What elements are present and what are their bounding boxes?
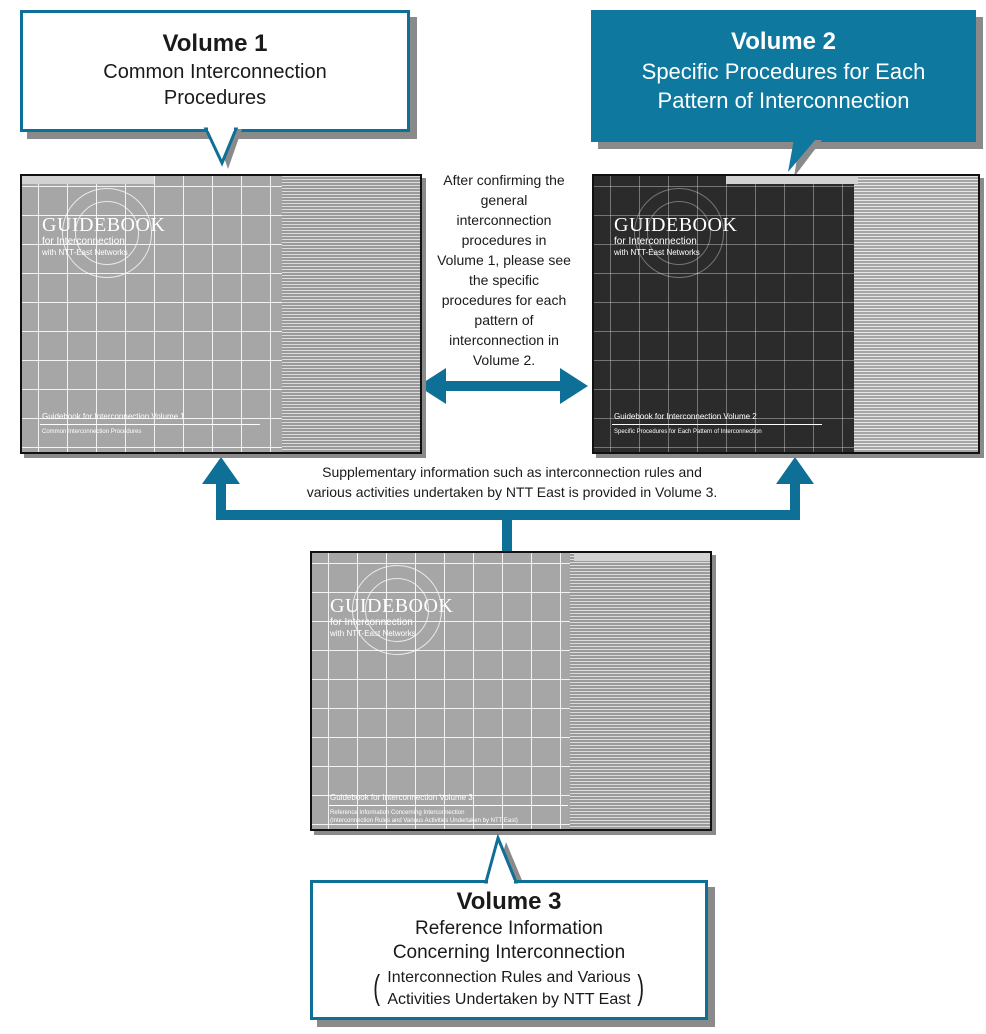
note-line: the specific bbox=[468, 272, 540, 288]
cover-tab bbox=[22, 176, 154, 184]
procedure-note: After confirming the general interconnec… bbox=[416, 170, 592, 370]
arrow-up-volume1 bbox=[202, 457, 240, 484]
note-line: procedures for each bbox=[441, 292, 567, 308]
book1-title: Guidebook for Interconnection Volume 1 bbox=[42, 412, 185, 421]
note-line: interconnection in bbox=[449, 332, 559, 348]
note-line: general bbox=[480, 192, 528, 208]
cover-rule bbox=[40, 424, 260, 425]
arrow-up-volume2 bbox=[776, 457, 814, 484]
cover-tab bbox=[574, 553, 710, 561]
book2-title: Guidebook for Interconnection Volume 2 bbox=[614, 412, 757, 421]
book3-title: Guidebook for Interconnection Volume 3 bbox=[330, 793, 473, 802]
logo-for: for Interconnection bbox=[330, 617, 413, 628]
volume3-callout: Volume 3 Reference Information Concernin… bbox=[310, 880, 708, 1020]
compass-inner-ring bbox=[647, 201, 711, 265]
volume1-book-cover: GUIDEBOOK for Interconnection with NTT-E… bbox=[20, 174, 422, 454]
guidebook-logo: GUIDEBOOK for Interconnection with NTT-E… bbox=[330, 595, 453, 638]
volume2-callout: Volume 2 Specific Procedures for Each Pa… bbox=[591, 10, 976, 142]
double-arrow-right-head bbox=[560, 368, 588, 404]
logo-word: GUIDEBOOK bbox=[42, 214, 166, 236]
note-line: Volume 2. bbox=[472, 352, 536, 368]
volume2-subtitle-line2: Pattern of Interconnection bbox=[657, 88, 910, 113]
book1-subtitle: Common Interconnection Procedures bbox=[42, 429, 142, 435]
volume3-paren-line2: Activities Undertaken by NTT East bbox=[387, 991, 631, 1008]
logo-for: for Interconnection bbox=[42, 236, 125, 247]
volume2-book-cover: GUIDEBOOK for Interconnection with NTT-E… bbox=[592, 174, 980, 454]
cover-stripes bbox=[282, 176, 420, 452]
note-line: procedures in bbox=[461, 232, 547, 248]
guidebook-logo: GUIDEBOOK for Interconnection with NTT-E… bbox=[42, 214, 165, 257]
volume3-parenthetical: ( Interconnection Rules and Various Acti… bbox=[373, 967, 645, 1011]
volume1-subtitle-line1: Common Interconnection bbox=[103, 61, 327, 83]
volume1-subtitle-line2: Procedures bbox=[163, 87, 267, 109]
volume3-subtitle-line1: Reference Information bbox=[415, 918, 603, 939]
book3-subtitle-line1: Reference Information Concerning Interco… bbox=[330, 810, 465, 816]
guidebook-logo: GUIDEBOOK for Interconnection with NTT-E… bbox=[614, 214, 737, 257]
supplementary-note: Supplementary information such as interc… bbox=[232, 462, 792, 502]
logo-word: GUIDEBOOK bbox=[330, 595, 454, 617]
connector-stem bbox=[502, 510, 512, 552]
logo-with: with NTT-East Networks bbox=[614, 248, 700, 257]
cover-rule bbox=[612, 424, 822, 425]
double-arrow-shaft bbox=[440, 381, 564, 391]
close-paren-glyph: ) bbox=[637, 969, 645, 1007]
volume3-paren-line1: Interconnection Rules and Various bbox=[387, 969, 631, 986]
cover-stripes bbox=[854, 176, 978, 452]
supplementary-line2: various activities undertaken by NTT Eas… bbox=[306, 484, 718, 500]
book3-subtitle-line2: (Interconnection Rules and Various Activ… bbox=[330, 818, 518, 824]
book2-subtitle: Specific Procedures for Each Pattern of … bbox=[614, 429, 762, 435]
volume2-title: Volume 2 bbox=[731, 28, 836, 55]
note-line: interconnection bbox=[456, 212, 552, 228]
connector-left-riser bbox=[216, 478, 226, 520]
logo-for: for Interconnection bbox=[614, 236, 697, 247]
logo-with: with NTT-East Networks bbox=[42, 248, 128, 257]
cover-rule bbox=[328, 805, 568, 806]
note-line: After confirming the bbox=[443, 172, 565, 188]
supplementary-line1: Supplementary information such as interc… bbox=[322, 464, 702, 480]
volume3-book-cover: GUIDEBOOK for Interconnection with NTT-E… bbox=[310, 551, 712, 831]
note-line: Volume 1, please see bbox=[437, 252, 571, 268]
volume3-title: Volume 3 bbox=[456, 888, 562, 915]
compass-emblem bbox=[634, 188, 724, 278]
cover-tab bbox=[726, 176, 858, 184]
volume3-subtitle-line2: Concerning Interconnection bbox=[392, 942, 626, 963]
cover-stripes bbox=[570, 553, 710, 829]
compass-emblem bbox=[352, 565, 442, 655]
compass-inner-ring bbox=[365, 578, 429, 642]
connector-horizontal bbox=[216, 510, 800, 520]
logo-with: with NTT-East Networks bbox=[330, 629, 416, 638]
note-line: pattern of bbox=[474, 312, 534, 328]
logo-word: GUIDEBOOK bbox=[614, 214, 738, 236]
connector-right-riser bbox=[790, 478, 800, 520]
open-paren-glyph: ( bbox=[373, 969, 381, 1007]
compass-emblem bbox=[62, 188, 152, 278]
double-arrow-left-head bbox=[418, 368, 446, 404]
volume1-title: Volume 1 bbox=[162, 30, 268, 57]
volume2-subtitle-line1: Specific Procedures for Each bbox=[641, 59, 926, 84]
compass-inner-ring bbox=[75, 201, 139, 265]
